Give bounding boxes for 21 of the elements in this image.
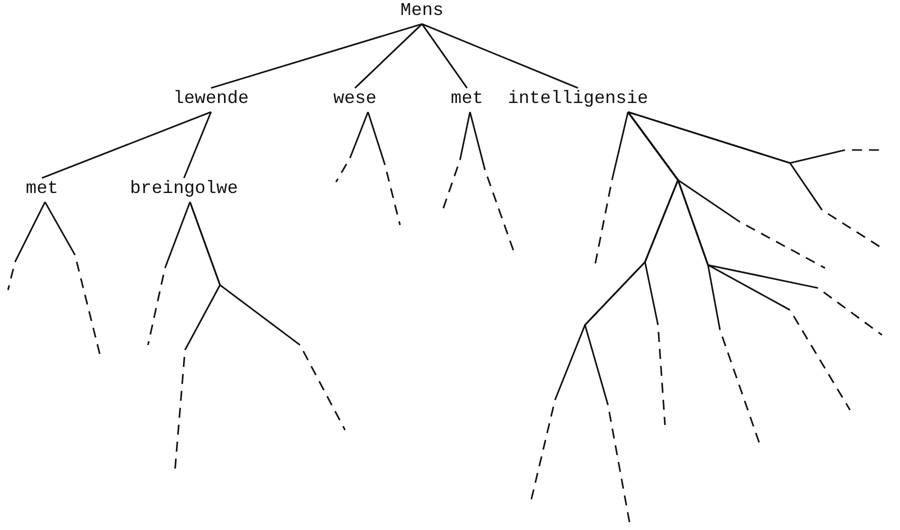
- tree-branch: [421, 24, 468, 88]
- tree-word: lewende: [173, 88, 249, 112]
- tree-branch: [189, 202, 346, 430]
- tree-branch: [422, 23, 578, 89]
- tree-word: met: [26, 178, 58, 202]
- tree-branch: [594, 112, 629, 266]
- tree-branch: [183, 112, 212, 178]
- tree-branch: [367, 112, 401, 226]
- tree-branch: [210, 23, 422, 89]
- tree-branch: [147, 202, 191, 346]
- tree-word: met: [450, 88, 484, 112]
- tree-branch: [354, 23, 423, 89]
- tree-branch: [627, 112, 882, 336]
- tree-word: intelligensie: [508, 88, 648, 112]
- tree-branch: [335, 112, 369, 182]
- tree-word: Mens: [400, 0, 444, 24]
- tree-word: breingolwe: [130, 178, 238, 202]
- tree-branch: [42, 111, 212, 179]
- tree-branch: [7, 202, 46, 290]
- tree-word: wese: [333, 88, 377, 112]
- tree-branch: [44, 202, 101, 356]
